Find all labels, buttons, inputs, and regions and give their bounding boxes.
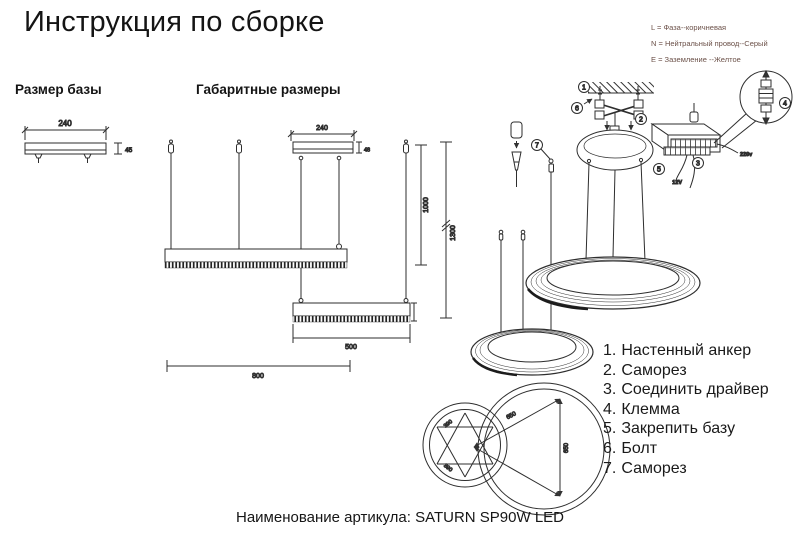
base-size-drawing: 240 45 xyxy=(21,119,133,163)
svg-text:5: 5 xyxy=(657,167,661,174)
base-plate xyxy=(24,142,107,155)
low-voltage-label: 12V xyxy=(672,180,682,186)
base-screw xyxy=(34,153,43,163)
dim-base-width: 240 xyxy=(58,119,72,128)
svg-text:4: 4 xyxy=(783,101,787,108)
small-ring xyxy=(470,328,594,377)
callout-2: 2 xyxy=(635,113,647,125)
large-ring xyxy=(525,256,701,311)
section-label-base: Размер базы xyxy=(15,82,102,97)
assembly-drawing: 220v 12V 1 6 2 5 7 3 4 xyxy=(470,69,793,377)
callout-1: 1 xyxy=(578,81,590,93)
page-title: Инструкция по сборке xyxy=(24,6,325,38)
wiring-legend: L = Фаза--коричневая N = Нейтральный про… xyxy=(651,20,768,68)
list-item: 6.Болт xyxy=(603,439,658,457)
legend-line-ground: E = Заземление --Желтое xyxy=(651,55,741,64)
dim-ring-large-vert: 650 xyxy=(564,442,570,453)
dim-canopy-width: 240 xyxy=(316,125,328,132)
svg-text:6: 6 xyxy=(575,106,579,113)
list-item: 5.Закрепить базу xyxy=(603,420,736,438)
cable-pin xyxy=(236,139,242,154)
dim-canopy-height: 48 xyxy=(364,148,370,154)
dim-bar-short: 500 xyxy=(345,344,357,351)
list-item: 1.Настенный анкер xyxy=(603,342,752,359)
cable-pin xyxy=(498,229,504,333)
callout-5: 5 xyxy=(653,163,665,175)
cable-pin xyxy=(520,229,526,331)
dim-drop-inner: 1000 xyxy=(423,197,430,213)
dim-drop-outer: 1300 xyxy=(450,225,457,241)
canopy xyxy=(292,141,354,154)
bar-short xyxy=(292,302,411,317)
canopy-disc xyxy=(576,129,654,171)
callout-4: 4 xyxy=(779,97,791,109)
parts-list: 1.Настенный анкер 2.Саморез 3.Соединить … xyxy=(603,341,769,478)
callout-3: 3 xyxy=(692,157,704,169)
list-item: 4.Клемма xyxy=(603,400,680,418)
dim-base-height: 45 xyxy=(125,147,133,154)
small-ring-top-view xyxy=(422,402,508,488)
mains-voltage-label: 220v xyxy=(740,152,753,158)
list-item: 2.Саморез xyxy=(603,361,687,379)
callout-6: 6 xyxy=(571,98,593,114)
cable-end-part xyxy=(548,158,554,334)
article-name: Наименование артикула: SATURN SP90W LED xyxy=(235,509,564,526)
dim-ring-small-lower: 390 xyxy=(442,463,453,473)
cable-gripper-detail xyxy=(510,121,523,187)
ceiling-hatch xyxy=(588,82,654,93)
svg-text:1: 1 xyxy=(582,85,586,92)
bar-long xyxy=(164,248,348,263)
overall-dimensions-drawing: 240 48 xyxy=(164,125,458,381)
callout-7: 7 xyxy=(531,139,543,151)
dim-ring-large-diag: 650 xyxy=(506,411,518,421)
legend-line-phase: L = Фаза--коричневая xyxy=(651,23,727,32)
svg-text:2: 2 xyxy=(639,117,643,124)
legend-line-neutral: N = Нейтральный провод--Серый xyxy=(651,39,768,48)
list-item: 7.Саморез xyxy=(603,459,687,477)
dim-bar-long: 800 xyxy=(252,373,264,380)
driver-box xyxy=(650,103,739,189)
rings-top-view: 650 650 390 390 xyxy=(422,382,611,516)
dim-ring-small-upper: 390 xyxy=(443,419,454,429)
base-screw xyxy=(83,153,92,163)
section-label-overall: Габаритные размеры xyxy=(196,82,341,97)
terminal-magnifier xyxy=(713,69,793,149)
svg-text:7: 7 xyxy=(535,143,539,150)
svg-text:3: 3 xyxy=(696,161,700,168)
cable-pin xyxy=(403,139,409,154)
large-ring-top-view xyxy=(477,382,611,516)
cable-pin xyxy=(168,139,174,154)
list-item: 3.Соединить драйвер xyxy=(603,381,769,399)
